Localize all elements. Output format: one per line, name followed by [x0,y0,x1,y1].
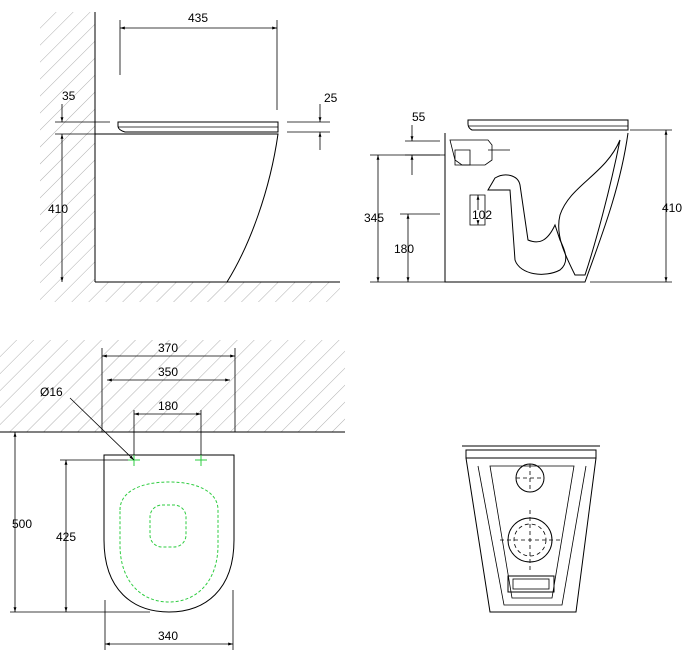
bottom-view-outer [465,457,597,613]
section-view: 55 345 180 102 410 [364,110,682,283]
dim-label-425: 425 [56,530,76,544]
dim-label-340: 340 [158,629,178,643]
dim-label-35: 35 [62,89,76,103]
bottom-view-foot [507,575,555,593]
dim-label-410: 410 [48,202,68,216]
fixing-hole-right [195,454,207,466]
dim-label-345: 345 [364,211,384,225]
bottom-view-foot-inner [512,578,550,590]
section-body-outline [444,132,629,283]
dim-label-350: 350 [158,365,178,379]
seat-lid [117,121,279,133]
section-seat [467,119,629,131]
bottom-view [462,445,600,613]
inlet-body [449,139,493,166]
plan-view: 370 350 180 Ø16 500 425 340 [0,340,345,650]
toilet-body-outline [95,133,279,283]
inlet-fitting [454,149,471,166]
seat-outline [119,481,219,603]
dim-label-diameter: Ø16 [40,385,63,399]
trapway [487,174,567,275]
leader-diameter [69,397,135,461]
dim-label-25: 25 [324,91,338,105]
wall-hatch [40,12,95,282]
dim-label-102: 102 [472,208,492,222]
dim-label-410-right: 410 [662,201,682,215]
bottom-view-seat-edge [465,449,597,459]
side-view: 435 35 410 25 [40,11,340,302]
dim-label-55: 55 [412,110,426,124]
dim-label-180: 180 [394,242,414,256]
dim-label-435: 435 [188,11,208,25]
bottom-view-inner [477,465,587,606]
plan-toilet-outline [103,454,235,613]
floor-hatch [40,282,340,302]
bowl-opening [149,504,187,548]
dim-label-370: 370 [158,341,178,355]
outlet-socket [469,194,486,226]
dim-label-180-plan: 180 [158,399,178,413]
bottom-view-recess [489,465,575,599]
dim-label-500: 500 [12,517,32,531]
